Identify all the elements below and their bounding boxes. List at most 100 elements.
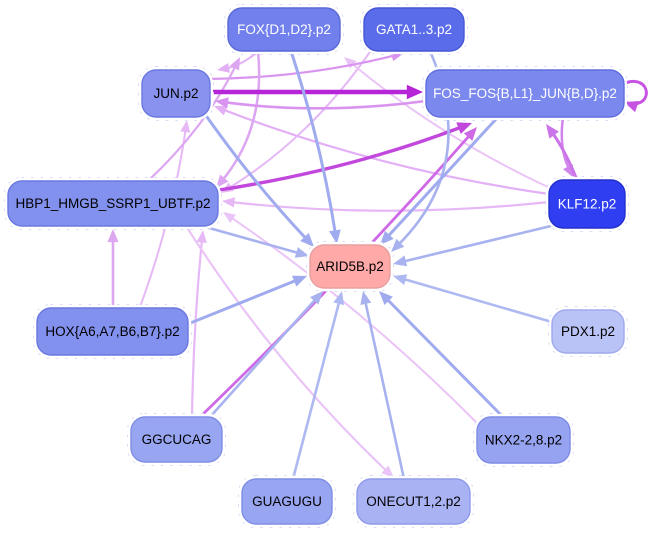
node-onecut[interactable]: ONECUT1,2.p2 bbox=[353, 475, 474, 528]
arrowhead-icon bbox=[624, 101, 639, 113]
arrowhead-icon bbox=[216, 174, 229, 188]
arrowhead-icon bbox=[379, 291, 393, 305]
node-white-gap bbox=[361, 5, 467, 54]
edge-nkx2-hbp1 bbox=[223, 212, 479, 425]
node-white-gap bbox=[546, 177, 628, 231]
node-label-hbp1: HBP1_HMGB_SSRP1_UBTF.p2 bbox=[15, 196, 210, 211]
edge-fos-jun bbox=[215, 97, 428, 110]
arrowhead-icon bbox=[223, 212, 236, 223]
node-box-onecut[interactable] bbox=[356, 478, 471, 525]
node-label-ggcucag: GGCUCAG bbox=[142, 432, 212, 447]
arrowhead-icon bbox=[196, 230, 207, 243]
edge-fos-arid5b bbox=[380, 115, 500, 245]
arrowhead-icon bbox=[381, 465, 394, 478]
arrowhead-icon bbox=[360, 291, 372, 306]
node-halo-ring bbox=[4, 177, 222, 230]
arrowhead-icon bbox=[344, 57, 357, 69]
node-box-fos[interactable] bbox=[425, 69, 625, 118]
node-label-gata: GATA1..3.p2 bbox=[376, 22, 452, 37]
node-label-klf12: KLF12.p2 bbox=[558, 197, 617, 212]
node-box-fox[interactable] bbox=[227, 7, 341, 52]
node-label-hox: HOX{A6,A7,B6,B7}.p2 bbox=[45, 324, 179, 339]
node-fos[interactable]: FOS_FOS{B,L1}_JUN{B,D}.p2 bbox=[422, 66, 628, 121]
arrowhead-icon bbox=[546, 124, 559, 139]
node-pdx1[interactable]: PDX1.p2 bbox=[548, 306, 628, 357]
node-halo-ring bbox=[306, 241, 394, 292]
node-halo-ring bbox=[353, 475, 474, 528]
node-guagugu[interactable]: GUAGUGU bbox=[238, 475, 336, 528]
node-ggcucag[interactable]: GGCUCAG bbox=[127, 413, 226, 466]
arrowhead-icon bbox=[294, 247, 309, 258]
node-halo-ring bbox=[473, 413, 574, 467]
arrowhead-icon bbox=[300, 232, 314, 247]
node-box-guagugu[interactable] bbox=[241, 478, 333, 525]
node-label-arid5b: ARID5B.p2 bbox=[316, 259, 384, 274]
edge-klf12-fox bbox=[344, 57, 551, 189]
edge-klf12-hbp1 bbox=[222, 197, 551, 212]
arrowhead-icon bbox=[180, 120, 191, 133]
arrowhead-icon bbox=[222, 197, 236, 208]
edge-hox-arid5b bbox=[186, 275, 307, 326]
arrowhead-icon bbox=[329, 229, 341, 244]
edge-ggcucag-hbp1 bbox=[190, 230, 207, 419]
node-white-gap bbox=[354, 476, 473, 527]
edge-hbp1-fos bbox=[217, 122, 472, 192]
arrowhead-icon bbox=[229, 57, 240, 71]
edge-jun-fos bbox=[209, 84, 423, 100]
edge-hox-hbp1 bbox=[107, 229, 119, 309]
edge-klf12-fos bbox=[546, 124, 579, 182]
node-white-gap bbox=[423, 67, 627, 120]
node-jun[interactable]: JUN.p2 bbox=[138, 66, 214, 121]
node-box-hbp1[interactable] bbox=[7, 180, 219, 227]
node-gata[interactable]: GATA1..3.p2 bbox=[360, 4, 468, 55]
arrowhead-icon bbox=[391, 238, 405, 252]
edge-hbp1-arid5b bbox=[200, 224, 309, 258]
arrowhead-icon bbox=[456, 122, 472, 135]
node-white-gap bbox=[139, 67, 213, 120]
arrowhead-icon bbox=[393, 255, 408, 267]
edge-ggcucag-arid5b bbox=[208, 291, 323, 419]
node-box-pdx1[interactable] bbox=[551, 309, 625, 354]
node-box-klf12[interactable] bbox=[548, 179, 626, 229]
edge-hbp1-fox bbox=[146, 57, 240, 183]
edge-onecut-arid5b bbox=[360, 291, 406, 481]
node-label-nkx2: NKX2-2,8.p2 bbox=[485, 433, 562, 448]
node-box-jun[interactable] bbox=[141, 69, 211, 118]
arrowhead-icon bbox=[215, 97, 229, 109]
node-box-ggcucag[interactable] bbox=[130, 416, 223, 463]
arrowhead-icon bbox=[310, 291, 323, 305]
arrowhead-icon bbox=[217, 63, 230, 73]
node-arid5b[interactable]: ARID5B.p2 bbox=[306, 241, 394, 292]
arrowhead-icon bbox=[214, 105, 228, 116]
node-fox[interactable]: FOX{D1,D2}.p2 bbox=[224, 4, 344, 55]
node-label-pdx1: PDX1.p2 bbox=[561, 324, 615, 339]
node-white-gap bbox=[307, 242, 393, 291]
node-white-gap bbox=[474, 414, 573, 466]
edge-hbp1-onecut bbox=[184, 224, 394, 478]
edge-fox-hbp1 bbox=[216, 49, 261, 188]
edge-klf12-jun bbox=[214, 105, 551, 196]
node-label-onecut: ONECUT1,2.p2 bbox=[366, 494, 461, 509]
node-nkx2[interactable]: NKX2-2,8.p2 bbox=[473, 413, 574, 467]
node-halo-ring bbox=[545, 176, 629, 232]
node-label-guagugu: GUAGUGU bbox=[252, 494, 322, 509]
node-hox[interactable]: HOX{A6,A7,B6,B7}.p2 bbox=[33, 304, 192, 359]
arrowhead-icon bbox=[291, 275, 307, 287]
node-white-gap bbox=[225, 5, 343, 54]
node-white-gap bbox=[5, 178, 221, 229]
node-klf12[interactable]: KLF12.p2 bbox=[545, 176, 629, 232]
node-box-gata[interactable] bbox=[363, 7, 465, 52]
node-box-nkx2[interactable] bbox=[476, 416, 571, 464]
edge-jun-arid5b bbox=[205, 115, 314, 247]
node-label-fos: FOS_FOS{B,L1}_JUN{B,D}.p2 bbox=[433, 86, 617, 101]
node-box-hox[interactable] bbox=[36, 307, 189, 356]
node-halo-ring bbox=[138, 66, 214, 121]
node-hbp1[interactable]: HBP1_HMGB_SSRP1_UBTF.p2 bbox=[4, 177, 222, 230]
arrowhead-icon bbox=[393, 274, 408, 285]
node-label-fox: FOX{D1,D2}.p2 bbox=[237, 22, 331, 37]
edge-nkx2-arid5b bbox=[379, 291, 505, 419]
node-box-arid5b[interactable] bbox=[309, 244, 391, 289]
node-white-gap bbox=[239, 476, 335, 527]
